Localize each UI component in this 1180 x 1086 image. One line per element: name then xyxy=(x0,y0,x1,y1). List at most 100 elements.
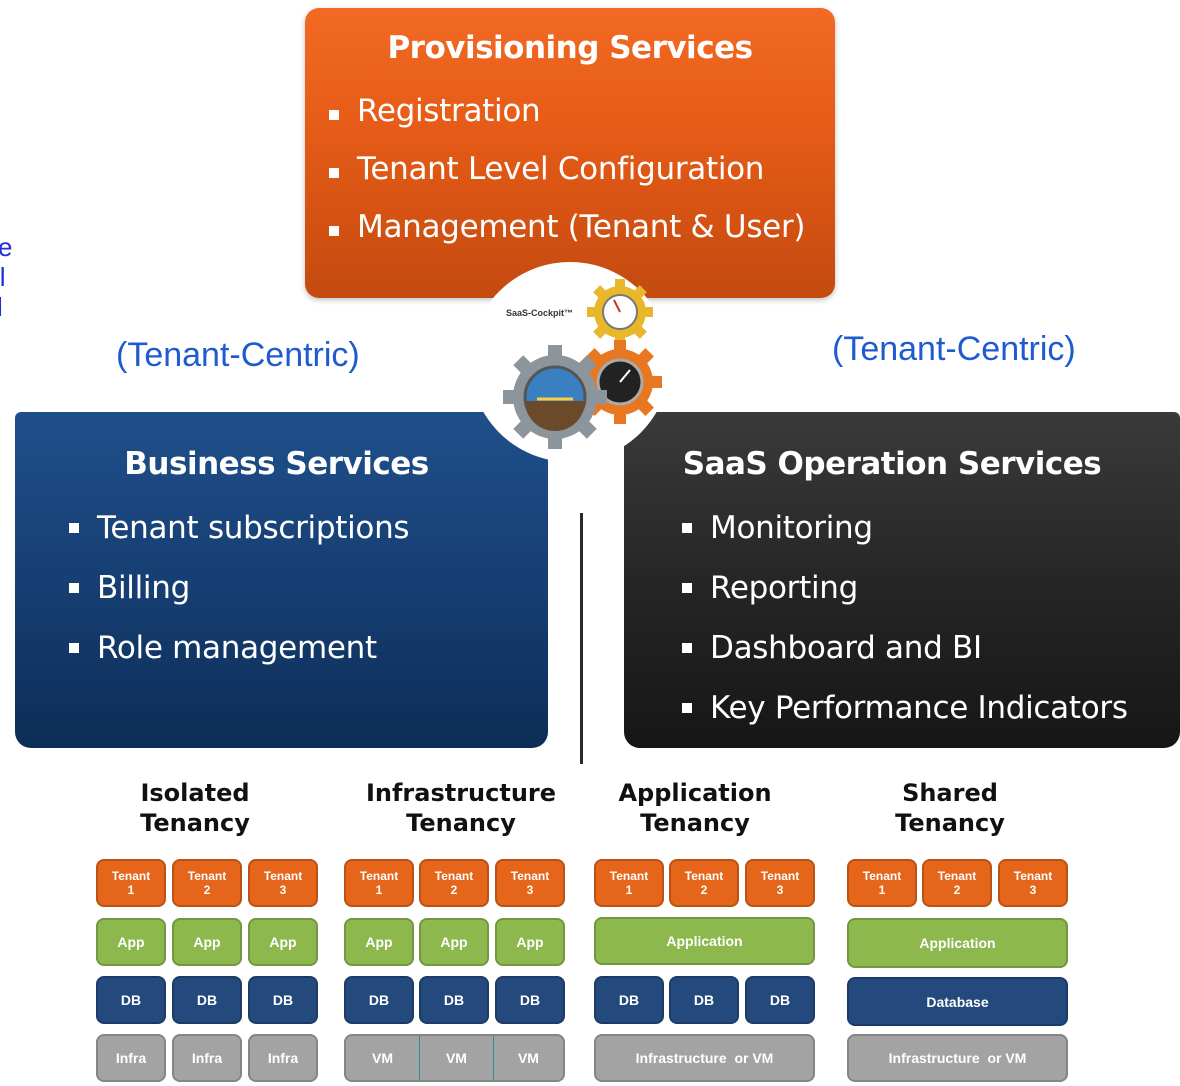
provisioning-services-box: Provisioning Services Registration Tenan… xyxy=(305,8,835,298)
business-item: Tenant subscriptions xyxy=(63,498,548,558)
business-item: Role management xyxy=(63,618,548,678)
tenant-label: Tenant xyxy=(609,869,649,883)
provisioning-title: Provisioning Services xyxy=(387,30,753,66)
tenant-label: Tenant xyxy=(187,869,227,883)
database-cell: Database xyxy=(847,977,1068,1026)
tenant-label: Tenant xyxy=(937,869,977,883)
business-item-label: Tenant subscriptions xyxy=(97,510,410,546)
operations-item: Dashboard and BI xyxy=(676,618,1180,678)
tenancy-title-line: Tenancy xyxy=(406,809,516,837)
app-cell: App xyxy=(248,918,318,966)
tenant-number: 3 xyxy=(279,883,287,897)
tenancy-title-isolated: Isolated Tenancy xyxy=(112,778,278,838)
db-cell: DB xyxy=(419,976,489,1024)
db-cell: DB xyxy=(495,976,565,1024)
application-cell: Application xyxy=(594,917,815,965)
infra-cell: Infra xyxy=(248,1034,318,1082)
clipped-text-line: e xyxy=(0,232,13,262)
tenant-label: Tenant xyxy=(1013,869,1053,883)
operations-item-label: Dashboard and BI xyxy=(710,630,982,666)
bullet-icon xyxy=(69,523,79,533)
business-item: Billing xyxy=(63,558,548,618)
tenant-number: 3 xyxy=(526,883,534,897)
db-cell: DB xyxy=(172,976,242,1024)
provisioning-list: Registration Tenant Level Configuration … xyxy=(323,86,835,260)
bullet-icon xyxy=(69,583,79,593)
bullet-icon xyxy=(329,110,339,120)
business-item-label: Role management xyxy=(97,630,377,666)
db-cell: DB xyxy=(594,976,664,1024)
operations-item-label: Reporting xyxy=(710,570,859,606)
tenant-number: 2 xyxy=(203,883,211,897)
business-tenant-centric-label: (Tenant-Centric) xyxy=(116,336,360,374)
db-cell: DB xyxy=(344,976,414,1024)
saas-operation-services-box: SaaS Operation Services Monitoring Repor… xyxy=(624,412,1180,748)
db-cell: DB xyxy=(248,976,318,1024)
clipped-text-line: ll xyxy=(0,262,6,292)
bullet-icon xyxy=(682,703,692,713)
tenancy-title-application: Application Tenancy xyxy=(610,778,780,838)
app-cell: App xyxy=(419,918,489,966)
tenant-label: Tenant xyxy=(263,869,303,883)
cockpit-logo-circle: SaaS-Cockpit™ xyxy=(470,262,670,462)
tenant-number: 2 xyxy=(700,883,708,897)
business-services-box: Business Services Tenant subscriptions B… xyxy=(15,412,548,748)
bullet-icon xyxy=(69,643,79,653)
tenant-number: 3 xyxy=(1029,883,1037,897)
bullet-icon xyxy=(329,226,339,236)
tenancy-title-line: Application xyxy=(618,779,772,807)
vm-divider xyxy=(492,1036,494,1080)
tenant-number: 2 xyxy=(450,883,458,897)
operations-list: Monitoring Reporting Dashboard and BI Ke… xyxy=(676,498,1180,738)
tenant-number: 1 xyxy=(878,883,886,897)
infra-cell: Infra xyxy=(172,1034,242,1082)
tenancy-title-shared: Shared Tenancy xyxy=(870,778,1030,838)
tenancy-title-line: Tenancy xyxy=(640,809,750,837)
tenant-label: Tenant xyxy=(862,869,902,883)
clipped-text-fragments: e ll l xyxy=(0,232,12,322)
infra-cell: Infra xyxy=(96,1034,166,1082)
business-list: Tenant subscriptions Billing Role manage… xyxy=(63,498,548,678)
db-cell: DB xyxy=(745,976,815,1024)
tenant-number: 2 xyxy=(953,883,961,897)
tenancy-title-line: Tenancy xyxy=(140,809,250,837)
tenant-number: 1 xyxy=(625,883,633,897)
operations-item: Monitoring xyxy=(676,498,1180,558)
tenancy-title-line: Shared xyxy=(902,779,998,807)
business-item-label: Billing xyxy=(97,570,190,606)
saas-cockpit-gears-icon xyxy=(503,279,662,449)
infrastructure-cell: Infrastructure or VM xyxy=(847,1034,1068,1082)
tenant-label: Tenant xyxy=(359,869,399,883)
provisioning-item: Management (Tenant & User) xyxy=(323,202,835,260)
provisioning-item: Tenant Level Configuration xyxy=(323,144,835,202)
vm-cell: VM xyxy=(445,1050,467,1066)
bullet-icon xyxy=(329,168,339,178)
operations-item: Key Performance Indicators xyxy=(676,678,1180,738)
provisioning-item: Registration xyxy=(323,86,835,144)
cockpit-logo-text: SaaS-Cockpit™ xyxy=(506,308,574,318)
db-cell: DB xyxy=(96,976,166,1024)
vm-divider xyxy=(418,1036,420,1080)
tenant-label: Tenant xyxy=(434,869,474,883)
provisioning-item-label: Tenant Level Configuration xyxy=(357,151,765,187)
bullet-icon xyxy=(682,583,692,593)
vm-cell: VM xyxy=(371,1050,393,1066)
business-title: Business Services xyxy=(124,446,429,482)
vm-shared-infra-bar: VM VM VM xyxy=(344,1034,565,1082)
bullet-icon xyxy=(682,643,692,653)
operations-item: Reporting xyxy=(676,558,1180,618)
infrastructure-cell: Infrastructure or VM xyxy=(594,1034,815,1082)
provisioning-item-label: Registration xyxy=(357,93,541,129)
app-cell: App xyxy=(495,918,565,966)
application-cell: Application xyxy=(847,918,1068,968)
tenant-number: 1 xyxy=(375,883,383,897)
